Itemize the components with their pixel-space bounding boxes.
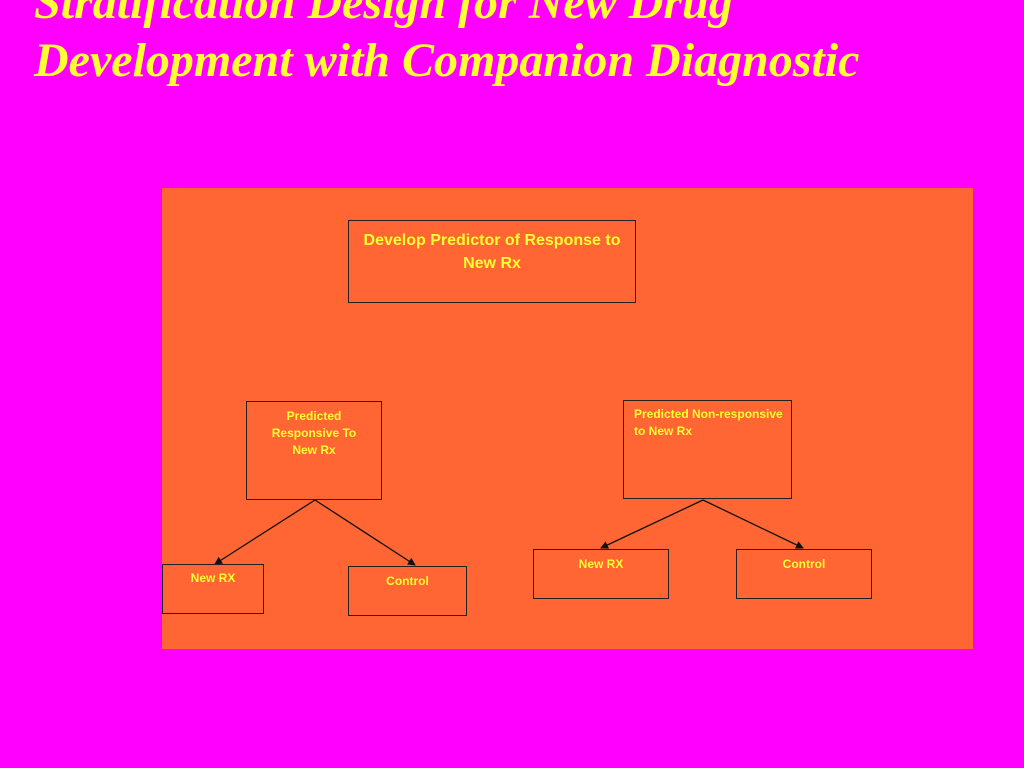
- predicted-responsive-box: Predicted Responsive To New Rx: [246, 401, 382, 500]
- right-control-box: Control: [736, 549, 872, 599]
- arrow-left-to-control: [314, 499, 416, 566]
- arrow-right-to-control: [702, 499, 804, 549]
- root-label: Develop Predictor of Response to New Rx: [363, 232, 621, 272]
- predicted-nonresponsive-label: Predicted Non-responsive to New Rx: [634, 407, 783, 438]
- left-newrx-box: New RX: [162, 564, 264, 614]
- left-newrx-label: New RX: [190, 571, 236, 585]
- diagram-panel: Develop Predictor of Response to New Rx …: [162, 188, 973, 649]
- right-control-label: Control: [782, 557, 826, 571]
- arrow-left-to-newrx: [214, 499, 316, 565]
- slide-title: Stratification Design for New Drug Devel…: [34, 0, 860, 87]
- root-box: Develop Predictor of Response to New Rx: [348, 220, 636, 303]
- predicted-nonresponsive-box: Predicted Non-responsive to New Rx: [623, 400, 792, 499]
- right-newrx-label: New RX: [578, 557, 624, 571]
- left-control-label: Control: [386, 574, 429, 588]
- right-newrx-box: New RX: [533, 549, 669, 599]
- predicted-responsive-label: Predicted Responsive To New Rx: [271, 409, 357, 457]
- arrow-right-to-newrx: [600, 499, 704, 549]
- connector-lines: [214, 499, 804, 566]
- left-control-box: Control: [348, 566, 467, 616]
